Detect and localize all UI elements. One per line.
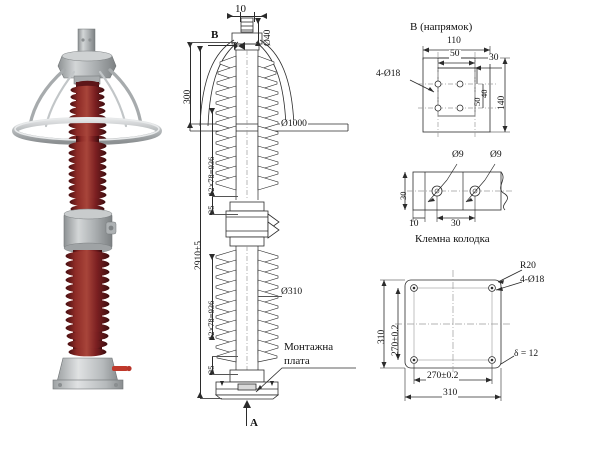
base-corner-radius-callout: R20 [520, 261, 536, 271]
dim-bracket-arrow-top [187, 42, 193, 48]
dim-lower-gap-ext-top [212, 356, 238, 357]
detail-view-base-plate: 310 270±0.2 270±0.2 310 R20 4-Ø18 δ = 12 [372, 252, 600, 412]
dim-lower-sheds-arrow-top [209, 254, 215, 260]
detail-b-title: B (напрямок) [410, 21, 473, 33]
base-dim-bolt-vertical: 270±0.2 [391, 324, 401, 356]
view-arrow-a-line [246, 404, 248, 426]
dim-lower-sheds-arrow-bottom [209, 334, 215, 340]
dim-stud-arrow-top [255, 18, 261, 24]
detail-b-svg [409, 46, 510, 138]
dim-top-width-arrow-left [227, 13, 233, 19]
view-arrow-b-line [208, 45, 236, 47]
dim-upper-sheds-arrow-top [209, 108, 215, 114]
base-dim-outer-vertical: 310 [377, 329, 387, 344]
terminal-dim-pitch: 30 [450, 219, 462, 230]
view-arrow-a-label: A [250, 417, 258, 429]
dim-total-arrow-bottom [197, 392, 203, 398]
dim-body-dia: Ø310 [280, 287, 304, 298]
product-photo [0, 0, 180, 440]
base-dim-bolt-horizontal: 270±0.2 [426, 371, 460, 382]
view-arrow-a-head [243, 400, 251, 408]
dim-top-width: 10 [235, 3, 246, 15]
terminal-block-svg [402, 163, 513, 222]
mounting-plate-label-1: Монтажна [284, 341, 334, 353]
dim-lower-gap-line [212, 356, 213, 374]
base-thickness-callout: δ = 12 [514, 349, 539, 359]
dim-lower-sheds-line [212, 258, 213, 340]
base-plate-svg [380, 269, 523, 401]
dim-top-ext-right [254, 12, 255, 22]
terminal-hole-right-label: Ø9 [490, 150, 502, 160]
dim-lower-gap-arrow [209, 369, 215, 375]
dim-upper-gap-line [212, 196, 213, 214]
dim-upper-gap-arrow [209, 209, 215, 215]
detail-b-dim-50: 50 [449, 49, 461, 60]
detail-view-terminal-block: Ø9 Ø9 30 10 30 Клемна колодка [395, 150, 600, 250]
terminal-hole-left-label: Ø9 [452, 150, 464, 160]
dim-total-arrow-top [197, 46, 203, 52]
terminal-block-title: Клемна колодка [415, 233, 490, 245]
dim-body-dia-leader [258, 296, 282, 297]
mounting-plate-label-2: плата [284, 355, 310, 367]
dim-bracket-height: 300 [183, 89, 193, 104]
dim-total-ext-bottom [200, 398, 222, 399]
dim-stud-dim-line [258, 18, 259, 46]
dim-top-width-arrow-right [261, 13, 267, 19]
terminal-dim-edge: 10 [409, 219, 419, 229]
dim-corona-ring-dia: Ø1000 [280, 119, 308, 130]
dim-upper-sheds-line [212, 112, 213, 196]
dim-top-stud-dia: Ø40 [263, 29, 273, 46]
dim-upper-gap-ext-bot [212, 214, 238, 215]
detail-b-dim-30: 30 [488, 53, 500, 64]
dim-upper-gap-ext-top [212, 196, 238, 197]
mounting-plate-leader [255, 367, 356, 393]
view-arrow-b-head [234, 42, 245, 50]
base-holes-callout: 4-Ø18 [520, 275, 545, 285]
dim-bracket-line [190, 42, 191, 128]
main-outline-view: 10 Ø40 B 300 Ø1000 12×78=936 35 [180, 0, 370, 440]
dim-upper-sheds-arrow-bottom [209, 190, 215, 196]
arrester-photo-svg [12, 28, 162, 390]
detail-view-b: B (напрямок) [376, 21, 600, 150]
detail-b-dim-140: 140 [497, 95, 507, 110]
detail-b-dim-110: 110 [446, 36, 462, 47]
detail-b-holes-callout: 4-Ø18 [376, 69, 401, 79]
dim-bracket-ext-top [190, 42, 236, 43]
dim-stud-arrow-bottom [255, 40, 261, 46]
detail-b-dim-50v: 50 [472, 97, 482, 107]
dim-bracket-arrow-bottom [187, 122, 193, 128]
view-arrow-b-label: B [211, 29, 219, 41]
dim-lower-gap-ext-bot [212, 374, 238, 375]
dim-top-width-line [228, 16, 266, 17]
base-dim-outer-horizontal: 310 [442, 388, 459, 399]
terminal-dim-height: 30 [398, 191, 408, 201]
dim-top-ext-left [240, 12, 241, 22]
dim-total-height-line [200, 46, 201, 398]
main-view-svg [189, 17, 349, 400]
